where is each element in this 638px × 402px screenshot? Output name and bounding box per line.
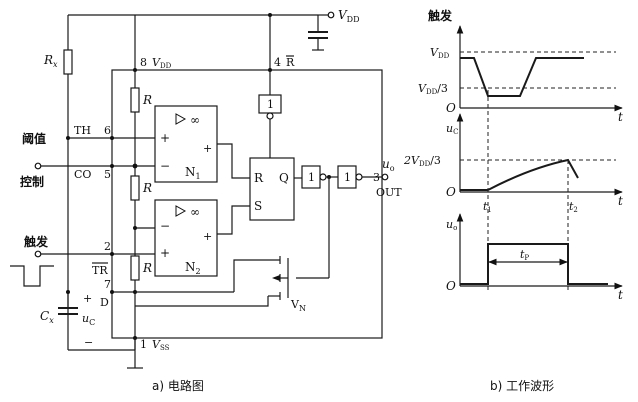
pin2-number: 2: [104, 240, 111, 253]
n2-infinity: ∞: [190, 205, 200, 219]
vdd3-level-label: VDD/3: [418, 82, 448, 96]
n2-label: N2: [185, 260, 201, 276]
reset-buffer-label: 1: [267, 98, 274, 111]
n1-minus: −: [160, 159, 170, 173]
control-label: 控制: [20, 174, 44, 189]
pin8-number: 8: [140, 56, 147, 69]
n2-minus: −: [160, 219, 170, 233]
vdd-top-label: VDD: [338, 8, 360, 24]
trigger-t-axis-label: t: [618, 110, 623, 124]
two-vdd3-label: 2VDD/3: [403, 154, 441, 168]
n1-plus: +: [160, 131, 170, 145]
uo-circuit-label: uo: [382, 157, 395, 173]
comparator-n2: [154, 199, 218, 277]
vn-label: VN: [290, 298, 306, 313]
pin5-number: 5: [104, 168, 111, 181]
ff-q-label: Q: [279, 171, 289, 185]
tp-label: tP: [520, 248, 529, 262]
n2-plus: +: [160, 246, 170, 260]
uo-t-axis-label: t: [618, 288, 623, 302]
trigger-pulse-symbol: [10, 265, 54, 287]
inverter-1-label: 1: [308, 171, 315, 184]
uc-minus: −: [84, 336, 93, 349]
ff-s-label: S: [254, 199, 262, 213]
divider-resistor-1: [130, 87, 140, 113]
vdd-terminal: [327, 11, 335, 19]
trigger-waveform: [460, 57, 584, 97]
ic-package-outline: [111, 69, 383, 339]
uo-waveform: [460, 243, 608, 285]
pin6-number: 6: [104, 124, 111, 137]
discharge-pin-name: D: [100, 296, 109, 309]
divider-resistor-3: [130, 255, 140, 281]
circuit-caption: a) 电路图: [152, 378, 204, 393]
n1-label: N1: [185, 165, 201, 181]
rx-label: Rx: [43, 53, 58, 69]
threshold-label: 阈值: [22, 131, 46, 146]
pin4-reset-label: R: [286, 56, 295, 69]
r3-label: R: [142, 261, 152, 275]
divider-resistor-2: [130, 175, 140, 201]
r2-label: R: [142, 181, 152, 195]
trigger-label: 触发: [24, 234, 49, 249]
t1-label: t1: [483, 200, 492, 214]
tr-pin-name: TR: [92, 264, 108, 277]
n1-infinity: ∞: [190, 113, 200, 127]
uo-axis-label: uo: [446, 218, 457, 232]
inverter-2-label: 1: [344, 171, 351, 184]
trigger-origin: O: [446, 101, 456, 115]
uc-plus: +: [83, 292, 92, 305]
uc-t-axis-label: t: [618, 194, 623, 208]
pin4-number: 4: [274, 56, 281, 69]
n2-out-plus: +: [203, 230, 212, 243]
cx-label: Cx: [40, 309, 54, 325]
trigger-waveform-title: 触发: [428, 8, 453, 23]
t2-label: t2: [569, 200, 578, 214]
th-pin-name: TH: [74, 124, 91, 137]
circuit-diagram: VDD Rx 8 VDD 4 R 1 R R: [10, 8, 402, 393]
pin1-number: 1: [140, 338, 147, 351]
uc-waveform: [460, 158, 579, 191]
waveform-panel: 触发 t O VDD VDD/3 t O uC 2VDD/3 t1 t2 t O…: [403, 8, 623, 393]
rx-resistor: [63, 49, 73, 75]
waveform-caption: b) 工作波形: [490, 379, 554, 393]
pin3-number: 3: [373, 171, 380, 184]
r1-label: R: [142, 93, 152, 107]
uo-origin: O: [446, 279, 456, 293]
uc-axis-label: uC: [446, 122, 458, 136]
vss-label: VSS: [152, 338, 170, 352]
uc-origin: O: [446, 185, 456, 199]
co-pin-name: CO: [74, 168, 91, 181]
vdd-level-label: VDD: [430, 46, 450, 60]
ff-r-label: R: [254, 171, 264, 185]
pin7-number: 7: [104, 278, 111, 291]
uc-label: uC: [82, 312, 95, 327]
n1-out-plus: +: [203, 142, 212, 155]
rs-flip-flop: [249, 157, 295, 221]
pin8-vdd-label: VDD: [152, 56, 172, 70]
out-label: OUT: [376, 186, 402, 199]
